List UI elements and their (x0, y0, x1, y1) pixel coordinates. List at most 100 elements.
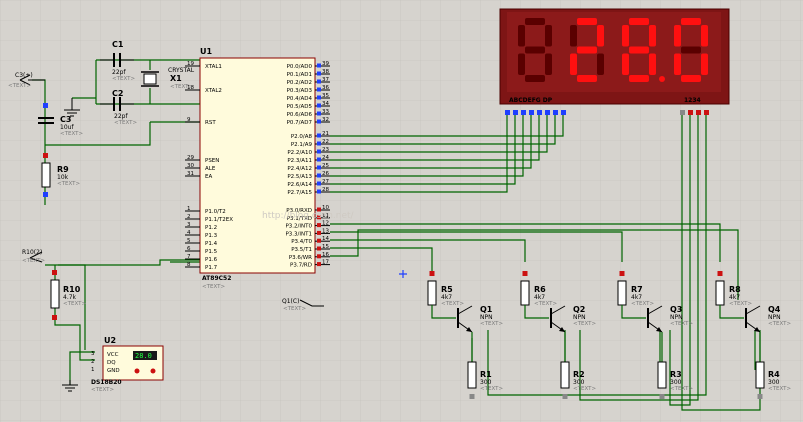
capacitor-c1[interactable]: C1 22pf <TEXT> (100, 40, 135, 82)
base-resistor-ref: R6 (534, 285, 546, 294)
svg-text:<TEXT>: <TEXT> (768, 321, 791, 327)
segment-c (701, 53, 708, 75)
base-resistor-ref: R8 (729, 285, 741, 294)
mcu-part: AT89C52 (202, 275, 231, 282)
seven-segment-display[interactable]: ABCDEFG DP 1234 (499, 8, 730, 105)
mcu-ref: U1 (200, 47, 212, 56)
svg-text:XTAL2: XTAL2 (205, 88, 222, 94)
emitter-resistor-ref: R1 (480, 370, 492, 379)
svg-text:P3.5/T1: P3.5/T1 (291, 247, 312, 253)
svg-text:P3.6/WR: P3.6/WR (289, 255, 312, 261)
svg-text:<TEXT>: <TEXT> (729, 301, 752, 307)
segment-c (597, 53, 604, 75)
svg-text:21: 21 (322, 131, 329, 137)
svg-text:<TEXT>: <TEXT> (534, 301, 557, 307)
svg-text:P0.0/AD0: P0.0/AD0 (287, 64, 313, 70)
capacitor-c3[interactable]: C3(+) <TEXT> C3 10uf <TEXT> (8, 72, 83, 158)
sensor-down-button[interactable] (134, 368, 140, 374)
driver-stages: R54k7<TEXT>Q1NPN<TEXT>R1300<TEXT>R64k7<T… (427, 271, 791, 399)
svg-text:VCC: VCC (107, 352, 119, 358)
segment-a (629, 18, 649, 25)
svg-text:4k7: 4k7 (441, 294, 452, 301)
svg-text:300: 300 (768, 379, 780, 386)
probe-q1c[interactable]: Q1(C) <TEXT> (282, 270, 407, 312)
svg-text:19: 19 (187, 61, 194, 67)
transistor-ref: Q3 (670, 305, 682, 314)
base-resistor (715, 280, 725, 306)
svg-text:NPN: NPN (480, 314, 493, 321)
svg-text:10k: 10k (57, 174, 69, 181)
svg-text:<TEXT>: <TEXT> (91, 387, 114, 393)
emitter-resistor-ref: R2 (573, 370, 585, 379)
svg-text:GND: GND (107, 368, 120, 374)
svg-text:24: 24 (322, 155, 329, 161)
emitter-resistor (560, 361, 570, 389)
svg-text:P2.2/A10: P2.2/A10 (287, 150, 312, 156)
svg-text:3: 3 (91, 351, 95, 357)
svg-text:PSEN: PSEN (205, 158, 219, 164)
svg-text:32: 32 (322, 117, 329, 123)
svg-text:Q1(C): Q1(C) (282, 298, 299, 305)
svg-text:P1.2: P1.2 (205, 225, 217, 231)
svg-text:<TEXT>: <TEXT> (573, 321, 596, 327)
svg-text:P0.7/AD7: P0.7/AD7 (287, 120, 313, 126)
svg-text:<TEXT>: <TEXT> (114, 120, 137, 126)
digit-2 (570, 18, 604, 82)
segment-f (622, 25, 629, 47)
segment-c (649, 53, 656, 75)
svg-text:<TEXT>: <TEXT> (60, 131, 83, 137)
segment-f (518, 25, 525, 47)
resistor-r10[interactable]: R10(2) <TEXT> R10 4.7k <TEXT> (22, 249, 86, 320)
svg-text:25: 25 (322, 163, 329, 169)
svg-text:4k7: 4k7 (729, 294, 740, 301)
resistor-r9[interactable]: R9 10k <TEXT> (41, 162, 80, 197)
svg-text:DS18B20: DS18B20 (91, 379, 122, 386)
svg-text:<TEXT>: <TEXT> (670, 321, 693, 327)
segment-b (701, 25, 708, 47)
svg-text:P0.2/AD2: P0.2/AD2 (287, 80, 312, 86)
svg-text:6: 6 (187, 246, 191, 252)
svg-text:31: 31 (187, 171, 194, 177)
svg-text:P2.5/A13: P2.5/A13 (287, 174, 312, 180)
svg-text:18: 18 (187, 85, 194, 91)
svg-text:28: 28 (322, 187, 329, 193)
svg-text:P3.3/INT1: P3.3/INT1 (285, 231, 312, 237)
svg-text:2: 2 (91, 359, 95, 365)
svg-text:C2: C2 (112, 89, 123, 98)
svg-text:14: 14 (322, 236, 329, 242)
svg-text:<TEXT>: <TEXT> (441, 301, 464, 307)
svg-text:12: 12 (322, 221, 329, 227)
segment-e (622, 53, 629, 75)
svg-text:P3.7/RD: P3.7/RD (290, 263, 312, 269)
transistor-ref: Q1 (480, 305, 493, 314)
crystal-x1[interactable]: CRYSTAL X1 <TEXT> (141, 67, 195, 90)
svg-text:2: 2 (187, 214, 191, 220)
svg-text:<TEXT>: <TEXT> (170, 84, 193, 90)
svg-text:P1.1/T2EX: P1.1/T2EX (205, 217, 233, 223)
svg-text:DQ: DQ (107, 360, 116, 366)
svg-text:5: 5 (187, 238, 191, 244)
transistor-ref: Q2 (573, 305, 585, 314)
svg-text:30: 30 (187, 163, 194, 169)
svg-text:P0.3/AD3: P0.3/AD3 (287, 88, 313, 94)
svg-text:P3.0/RXD: P3.0/RXD (286, 208, 312, 214)
sensor-up-button[interactable] (150, 368, 156, 374)
capacitor-c2[interactable]: C2 22pf <TEXT> (100, 89, 137, 126)
sensor-ds18b20[interactable]: U2 VCC DQ GND 3 2 1 28.0 DS18B20 <TEXT> (91, 336, 164, 393)
